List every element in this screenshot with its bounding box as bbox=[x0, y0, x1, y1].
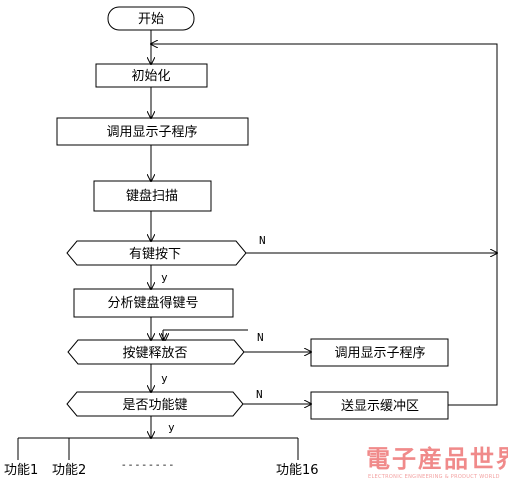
watermark-chinese: 電子産品世界 bbox=[366, 444, 508, 473]
node-send-display-buffer-label: 送显示缓冲区 bbox=[341, 399, 419, 414]
label-n-keypressed: N bbox=[259, 234, 266, 247]
decision-key-released: 按键释放否 bbox=[67, 339, 245, 365]
watermark-english: ELECTRONIC ENGINEERING & PRODUCT WORLD bbox=[368, 474, 500, 480]
decision-key-pressed: 有键按下 bbox=[66, 240, 247, 266]
node-call-display-label: 调用显示子程序 bbox=[106, 125, 197, 140]
label-n-released: N bbox=[257, 331, 264, 344]
node-analyze-key: 分析键盘得键号 bbox=[73, 288, 234, 318]
function-16-label: 功能16 bbox=[276, 463, 319, 478]
function-1-label: 功能1 bbox=[4, 463, 38, 478]
label-y-funckey: y bbox=[168, 421, 175, 434]
watermark-logo: 電子産品世界 ELECTRONIC ENGINEERING & PRODUCT … bbox=[366, 444, 508, 480]
node-keyboard-scan-label: 键盘扫描 bbox=[126, 188, 178, 204]
label-n-funckey: N bbox=[256, 388, 263, 401]
node-keyboard-scan: 键盘扫描 bbox=[93, 180, 212, 212]
decision-key-pressed-label: 有键按下 bbox=[129, 247, 181, 262]
node-call-display: 调用显示子程序 bbox=[56, 117, 249, 146]
node-analyze-key-label: 分析键盘得键号 bbox=[107, 295, 198, 311]
function-dots: - - - - - - - - bbox=[122, 460, 174, 471]
function-2-label: 功能2 bbox=[52, 463, 86, 478]
node-start-label: 开始 bbox=[138, 12, 164, 27]
connectors bbox=[17, 30, 498, 460]
decision-function-key: 是否功能键 bbox=[66, 391, 244, 417]
node-call-display-2-label: 调用显示子程序 bbox=[334, 346, 425, 361]
node-send-display-buffer: 送显示缓冲区 bbox=[310, 391, 449, 420]
label-y-released: y bbox=[161, 372, 168, 385]
label-y-keypressed: y bbox=[161, 271, 168, 284]
node-init-label: 初始化 bbox=[131, 69, 170, 84]
feedback-line bbox=[248, 330, 300, 352]
node-start: 开始 bbox=[107, 6, 195, 31]
decision-function-key-label: 是否功能键 bbox=[122, 398, 187, 413]
loop-back-line bbox=[151, 44, 498, 406]
decision-key-released-label: 按键释放否 bbox=[122, 346, 187, 361]
node-call-display-2: 调用显示子程序 bbox=[310, 338, 449, 367]
node-init: 初始化 bbox=[95, 63, 208, 88]
